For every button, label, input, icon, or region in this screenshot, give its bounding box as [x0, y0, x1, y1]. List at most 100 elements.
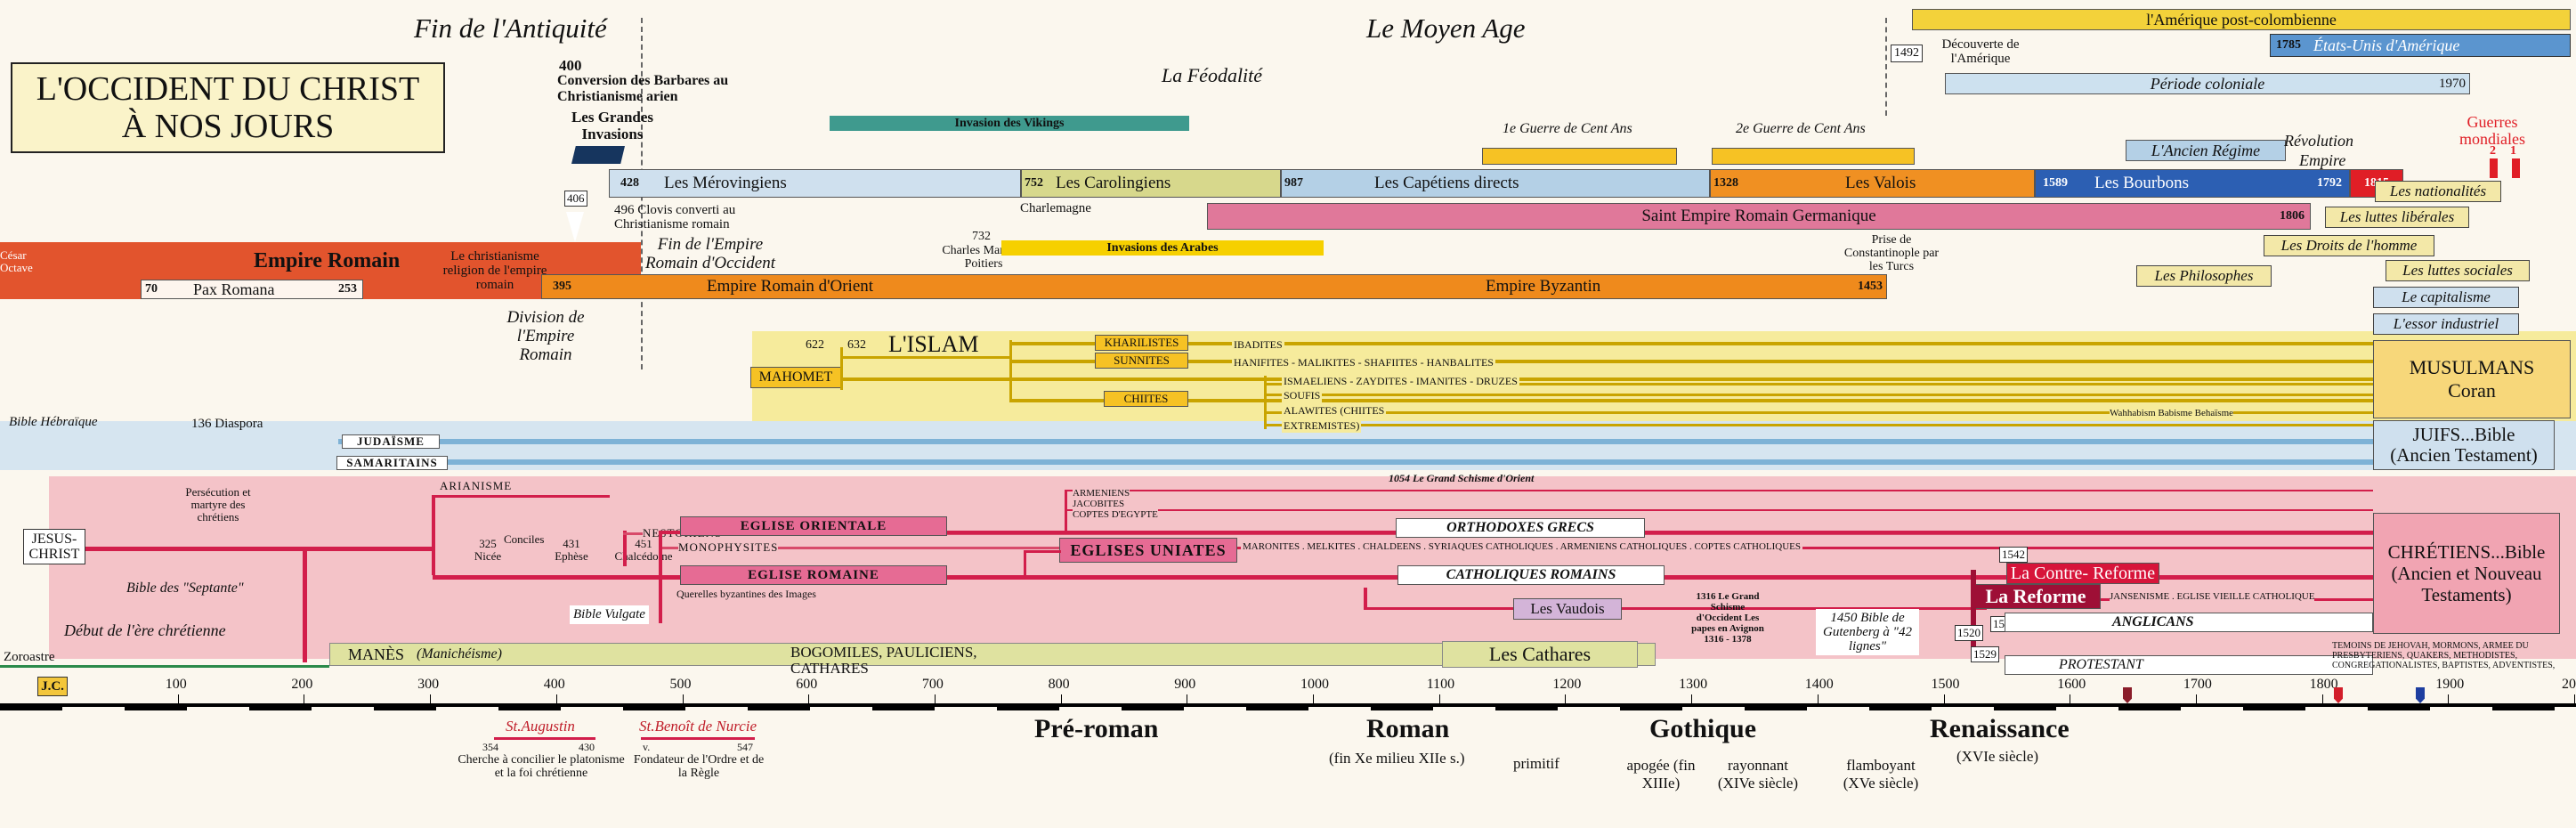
hundred-war-1-label: 1e Guerre de Cent Ans	[1503, 121, 1632, 136]
axis-tick-label: 700	[921, 677, 944, 692]
ww1-label: 1	[2510, 144, 2516, 158]
orthodox-label: ORTHODOXES GRECS	[1446, 520, 1594, 535]
islam-line-1	[1009, 342, 2373, 345]
roman-church-box: EGLISE ROMAINE	[680, 565, 947, 585]
title-line-2: À NOS JOURS	[121, 108, 335, 145]
augustin-label: St.Augustin	[506, 718, 575, 735]
america-label: l'Amérique post-colombienne	[2146, 10, 2337, 28]
year-1492: 1492	[1891, 45, 1923, 62]
pax-start: 70	[145, 282, 158, 296]
islam-late-label: Wahhabism Babisme Behaïsme	[2110, 408, 2234, 418]
axis-tick-label: 1500	[1931, 677, 1960, 692]
preroman-label: Pré-roman	[1034, 714, 1159, 743]
eastern-minor-lines	[1065, 490, 2373, 511]
colonial-bar: Période coloniale	[1945, 73, 2470, 94]
eastern-branch-v	[1065, 491, 1067, 532]
colonial-label: Période coloniale	[2150, 74, 2265, 93]
bogomiles-label: BOGOMILES, PAULICIENS, CATHARES	[790, 644, 977, 677]
islam-label: L'ISLAM	[888, 331, 979, 357]
conversion-year: 400	[559, 57, 582, 74]
islam-branch-v	[1009, 340, 1012, 402]
axis-tick-label: 500	[669, 677, 692, 692]
manes-bar: MANÈS (Manichéisme)	[329, 643, 1656, 666]
pax-label: Pax Romana	[193, 280, 275, 298]
constantinople-text: Prise de Constantinople par les Turcs	[1843, 233, 1940, 273]
benoit-y2: 547	[737, 741, 753, 753]
recent-movements: TEMOINS DE JEHOVAH, MORMONS, ARMEE DU PR…	[2332, 641, 2572, 670]
shia-line-2	[1264, 394, 2373, 396]
cesar-label: César Octave	[0, 249, 45, 274]
axis-tick	[2321, 694, 2323, 705]
benoit-y1: v.	[643, 741, 651, 753]
merov-label: Les Mérovingiens	[664, 174, 787, 192]
primitif-label: primitif	[1513, 755, 1559, 772]
roman-empire-bar: Empire Romain	[0, 242, 641, 299]
axis-tick-label: 1400	[1804, 677, 1834, 692]
pax-romana-bar: 70 Pax Romana 253	[141, 280, 363, 299]
great-schism-west-label: 1316 Le Grand Schisme d'Occident Les pap…	[1691, 591, 1764, 645]
axis-tick-label: 1800	[2309, 677, 2338, 692]
fall-west-text: Fin de l'Empire Romain d'Occident	[639, 235, 782, 272]
contre-reforme-label: La Contre- Reforme	[2010, 563, 2156, 583]
jesus-label: JESUS-CHRIST	[28, 532, 80, 562]
judaism-line-1	[338, 439, 2377, 444]
contre-reforme-box: La Contre- Reforme	[2006, 563, 2159, 584]
axis-tick	[177, 694, 179, 705]
muslims-label: MUSULMANS Coran	[2409, 356, 2535, 402]
marker-1800-flag-icon	[2334, 687, 2343, 703]
catholics-label: CATHOLIQUES ROMAINS	[1446, 567, 1616, 582]
shia-line-4	[1264, 424, 2373, 426]
division-label: Division de l'Empire Romain	[506, 308, 585, 364]
judaism-line-2	[338, 459, 2377, 465]
shia-3-label: ALAWITES (CHIITES	[1282, 404, 1387, 418]
reform-v	[1971, 570, 1976, 655]
rayonnant-label: rayonnant (XIVe siècle)	[1709, 757, 1807, 792]
era-antiquity: Fin de l'Antiquité	[414, 12, 607, 44]
axis-tick	[1565, 694, 1567, 705]
bourbon-start: 1589	[2043, 176, 2068, 190]
jews-label-1: JUIFS...Bible	[2412, 424, 2515, 445]
conciles-label: Conciles	[504, 532, 545, 546]
byzantine-label: Empire Byzantin	[1486, 277, 1601, 296]
apogee-label: apogée (fin XIIIe)	[1625, 757, 1697, 792]
east-label: Empire Romain d'Orient	[707, 277, 874, 296]
capetians-bar: 987 Les Capétiens directs	[1281, 169, 1710, 198]
islam-trunk-h	[840, 356, 1009, 359]
roman-label: Roman	[1366, 714, 1450, 743]
title-line-1: L'OCCIDENT DU CHRIST	[36, 70, 420, 108]
vaudois-label: Les Vaudois	[1530, 600, 1605, 617]
orthodox-box: ORTHODOXES GRECS	[1396, 518, 1645, 538]
chiites-box: CHIITES	[1104, 391, 1188, 407]
martel-year: 732	[972, 230, 991, 243]
arian-branch-v	[432, 495, 435, 575]
benoit-label: St.Benoît de Nurcie	[639, 718, 757, 735]
year-406: 406	[564, 191, 587, 207]
marker-1600-flag-icon	[2123, 687, 2132, 703]
bourbon-end: 1792	[2317, 176, 2342, 190]
augustin-y1: 354	[482, 741, 498, 753]
jews-label-2: (Ancien Testament)	[2390, 444, 2538, 466]
christ-vertical-line	[303, 547, 307, 662]
islam-trunk-v	[840, 347, 843, 390]
discovery-america: Découverte de l'Amérique	[1932, 37, 2029, 66]
philosophes-box: Les Philosophes	[2136, 265, 2272, 287]
shia-4-label: EXTREMISTES)	[1282, 419, 1362, 433]
roman-sub: (fin Xe milieu XIIe s.)	[1329, 750, 1465, 767]
modern-luttes-sociales: Les luttes sociales	[2386, 260, 2530, 281]
vaudois-line	[1364, 588, 1367, 609]
axis-band	[0, 707, 2576, 710]
sunni-schools-label: HANIFITES - MALIKITES - SHAFIITES - HANB…	[1232, 356, 1495, 369]
augustin-y2: 430	[579, 741, 595, 753]
holy-roman-bar: Saint Empire Romain Germanique 1806	[1207, 203, 2311, 230]
jews-box: JUIFS...Bible (Ancien Testament)	[2373, 420, 2555, 470]
gutenberg-box: 1450 Bible de Gutenberg à "42 lignes"	[1816, 609, 1919, 655]
usa-label: États-Unis d'Amérique	[2313, 36, 2460, 54]
year-1542: 1542	[1999, 547, 2028, 563]
judaism-label: JUDAÏSME	[357, 434, 425, 448]
invasions-marker	[571, 146, 625, 164]
axis-tick	[430, 694, 432, 705]
christianity-religion-text: Le christianisme religion de l'empire ro…	[433, 249, 557, 292]
cesar-text: César Octave	[0, 248, 33, 274]
kharijites-box: KHARILISTES	[1095, 335, 1188, 351]
cap-label: Les Capétiens directs	[1374, 174, 1519, 192]
